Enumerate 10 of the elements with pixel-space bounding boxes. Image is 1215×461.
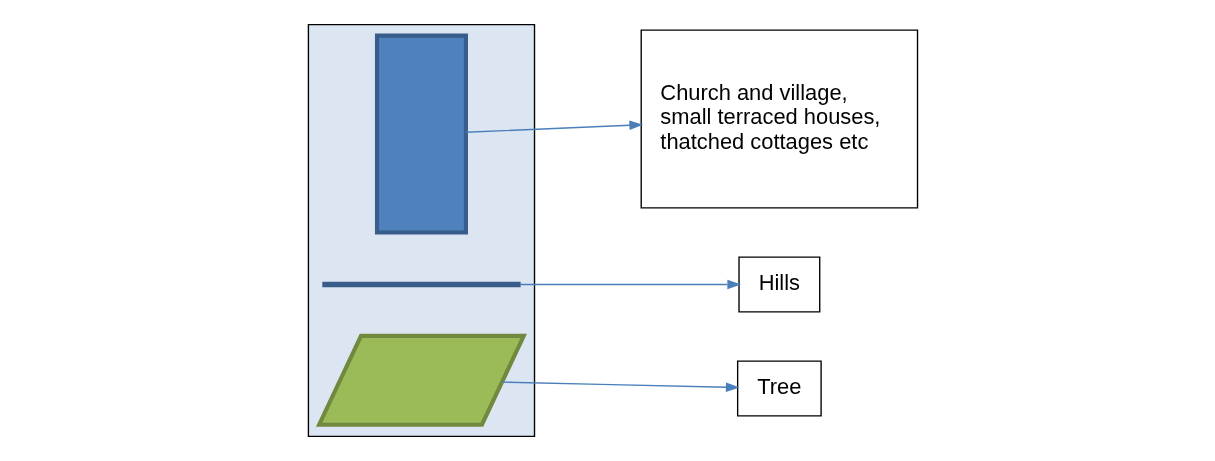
node-box: Tree bbox=[736, 360, 822, 417]
node-box: Church and village, small terraced houses, thatched cottages etc bbox=[640, 29, 919, 209]
arrow bbox=[465, 120, 644, 133]
node-line bbox=[322, 281, 521, 288]
node-parallelogram bbox=[315, 333, 527, 427]
arrow bbox=[501, 381, 740, 393]
node-box: Hills bbox=[738, 256, 821, 313]
cluster bbox=[307, 23, 536, 438]
node-bar bbox=[374, 33, 468, 235]
arrow bbox=[519, 279, 742, 290]
